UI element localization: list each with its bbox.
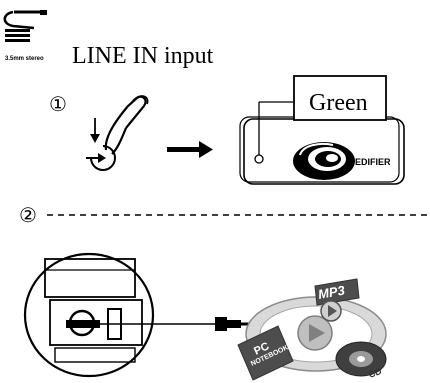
step-1-number: ① <box>49 94 67 116</box>
edifier-wordmark: EDIFIER <box>355 157 391 167</box>
source-cd-label: CD <box>367 366 383 380</box>
line-in-jack-port <box>254 154 264 164</box>
mp3-player-icon <box>314 278 360 322</box>
speaker-rear-panel <box>23 252 155 378</box>
jack-label: 3.5mm stereo <box>5 56 44 62</box>
right-arrow-icon <box>167 141 213 158</box>
edifier-logo <box>293 142 355 180</box>
step-2-number: ② <box>19 205 37 227</box>
source-pc-label: PC <box>252 340 271 357</box>
green-port-callout: Green <box>293 75 387 121</box>
source-mp3-label: MP3 <box>317 282 347 302</box>
cd-disc-icon <box>335 341 387 377</box>
press-button-icon <box>86 95 149 171</box>
port-color-label: Green <box>309 90 368 116</box>
jack-icon <box>3 10 47 42</box>
notebook-pc-icon <box>237 325 294 381</box>
page-title: LINE IN input <box>72 43 214 69</box>
